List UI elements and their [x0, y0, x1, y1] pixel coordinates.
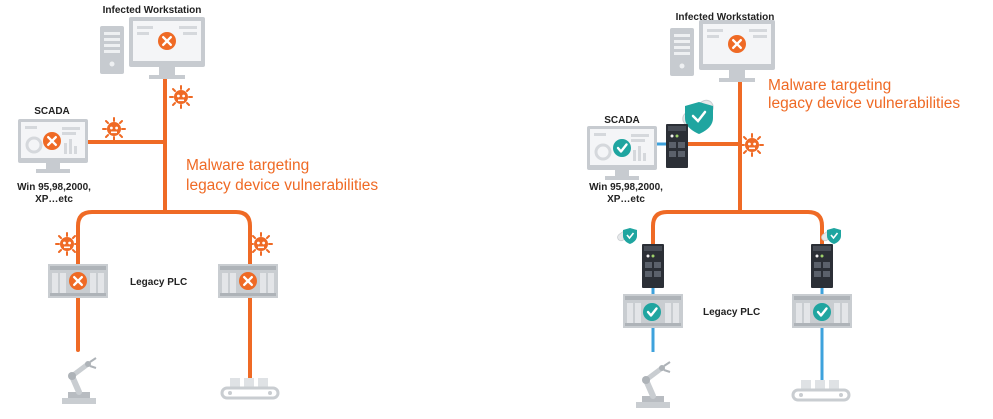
- left-branch-bus: [76, 210, 252, 267]
- infected-x-icon: [156, 30, 178, 52]
- infected-x-icon: [41, 130, 63, 152]
- secure-check-icon: [811, 301, 833, 323]
- workstation-tower-icon: [100, 26, 124, 74]
- malware-text-line1: Malware targeting: [186, 157, 309, 174]
- virus-icon: [102, 117, 126, 141]
- scada-label: SCADA: [604, 115, 640, 126]
- right-panel: Infected Workstation Malware targeting l…: [585, 12, 960, 408]
- shield-bandage-icon: [615, 227, 638, 245]
- conveyor-icon: [791, 378, 851, 402]
- virus-icon: [740, 133, 764, 157]
- scada-os-line2: XP…etc: [607, 194, 645, 205]
- infected-workstation-label: Infected Workstation: [103, 5, 202, 16]
- infected-x-icon: [726, 33, 748, 55]
- malware-text-line2: legacy device vulnerabilities: [768, 95, 960, 112]
- secure-router-icon: [666, 124, 688, 168]
- secure-router-icon: [642, 244, 664, 288]
- infected-x-icon: [67, 270, 89, 292]
- virus-icon: [169, 85, 193, 109]
- right-branch-bus: [651, 210, 824, 247]
- infected-workstation-label: Infected Workstation: [676, 12, 775, 23]
- shield-bandage-icon: [682, 99, 714, 134]
- conveyor-icon: [220, 376, 280, 400]
- legacy-plc-label: Legacy PLC: [130, 277, 187, 288]
- infected-x-icon: [237, 270, 259, 292]
- scada-os-line1: Win 95,98,2000,: [17, 182, 91, 193]
- malware-text-line2: legacy device vulnerabilities: [186, 177, 378, 194]
- scada-label: SCADA: [34, 106, 70, 117]
- secure-check-icon: [641, 301, 663, 323]
- robot-arm-icon: [62, 358, 96, 404]
- scada-os-line1: Win 95,98,2000,: [589, 182, 663, 193]
- workstation-tower-icon: [670, 28, 694, 76]
- robot-arm-icon: [636, 362, 670, 408]
- virus-icon: [249, 232, 273, 256]
- secure-router-icon: [811, 244, 833, 288]
- left-panel: Infected Workstation SCADA Win 95,98,200…: [16, 5, 378, 404]
- legacy-plc-label: Legacy PLC: [703, 307, 760, 318]
- scada-os-line2: XP…etc: [35, 194, 73, 205]
- secure-check-icon: [611, 137, 633, 159]
- virus-icon: [55, 232, 79, 256]
- malware-text-line1: Malware targeting: [768, 77, 891, 94]
